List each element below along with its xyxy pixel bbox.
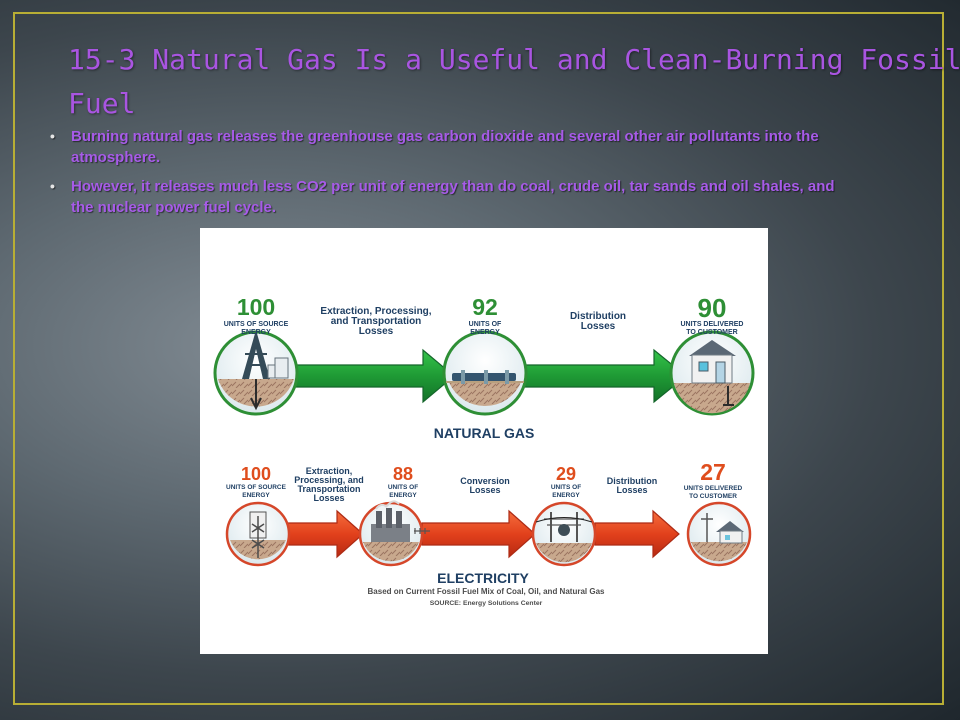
electric-mid2-label: UNITS OF	[551, 484, 581, 491]
bullet-line: atmosphere.	[71, 149, 161, 166]
diagram-source: SOURCE: Energy Solutions Center	[430, 600, 543, 607]
electric-extraction-loss-label: Extraction,	[306, 466, 353, 476]
electric-delivered-label: UNITS DELIVERED	[684, 485, 743, 492]
gas-delivered-label: UNITS DELIVERED	[680, 321, 743, 328]
electric-mid1-label: ENERGY	[389, 492, 417, 499]
electric-source-label: UNITS OF SOURCE	[226, 484, 287, 491]
electric-mid1-label: UNITS OF	[388, 484, 418, 491]
electric-distribution-loss-label: Distribution	[607, 476, 658, 486]
bullet-line: Burning natural gas releases the greenho…	[71, 128, 819, 145]
diagram-footnote: Based on Current Fossil Fuel Mix of Coal…	[368, 587, 605, 596]
gas-delivered-label: TO CUSTOMER	[686, 329, 737, 336]
gas-distribution-loss-label: Losses	[581, 321, 616, 332]
gas-extraction-loss-label: Extraction, Processing,	[320, 306, 431, 317]
red-arrow-3	[594, 509, 680, 559]
red-arrow-2	[421, 509, 536, 559]
electric-home-circle	[686, 501, 752, 567]
gas-extraction-loss-label: and Transportation	[331, 316, 422, 327]
electric-extraction-loss-label: Transportation	[297, 484, 360, 494]
title-line-1: 15-3 Natural Gas Is a Useful and Clean-B…	[68, 43, 960, 76]
pipeline-circle	[442, 330, 528, 416]
electric-source-value: 100	[241, 464, 271, 484]
bullet-dot-icon: •	[50, 128, 55, 144]
electric-delivered-value: 27	[700, 459, 726, 485]
electric-extraction-loss-label: Losses	[313, 493, 344, 503]
gas-distribution-loss-label: Distribution	[570, 311, 626, 322]
power-plant-circle	[358, 500, 430, 567]
natural-gas-heading: NATURAL GAS	[434, 425, 535, 441]
transformer-circle	[531, 501, 597, 567]
electric-source-label: ENERGY	[242, 492, 270, 499]
electric-mid1-value: 88	[393, 464, 413, 484]
gas-mid-value: 92	[472, 294, 498, 320]
electric-conversion-loss-label: Conversion	[460, 476, 510, 486]
gas-delivered-value: 90	[698, 293, 727, 323]
electric-mid2-value: 29	[556, 464, 576, 484]
bullet-item: • Burning natural gas releases the green…	[50, 126, 885, 168]
source-gas-circle	[213, 330, 299, 416]
electric-conversion-loss-label: Losses	[469, 485, 500, 495]
bullet-text: However, it releases much less CO2 per u…	[71, 176, 835, 218]
title-line-2: Fuel	[68, 87, 136, 120]
electric-mid2-label: ENERGY	[552, 492, 580, 499]
gas-source-value: 100	[237, 294, 275, 320]
coal-source-circle	[225, 501, 291, 567]
gas-source-label: ENERGY	[241, 329, 271, 336]
electric-delivered-label: TO CUSTOMER	[689, 493, 737, 500]
bullet-line: the nuclear power fuel cycle.	[71, 199, 277, 216]
slide-title: 15-3 Natural Gas Is a Useful and Clean-B…	[68, 38, 960, 126]
bullet-text: Burning natural gas releases the greenho…	[71, 126, 819, 168]
gas-mid-label: UNITS OF	[469, 321, 502, 328]
bullet-list: • Burning natural gas releases the green…	[50, 126, 885, 226]
electric-extraction-loss-label: Processing, and	[294, 475, 364, 485]
gas-extraction-loss-label: Losses	[359, 326, 394, 337]
electricity-heading: ELECTRICITY	[437, 570, 529, 586]
gas-source-label: UNITS OF SOURCE	[224, 321, 289, 328]
bullet-line: However, it releases much less CO2 per u…	[71, 178, 835, 195]
electric-distribution-loss-label: Losses	[616, 485, 647, 495]
bullet-dot-icon: •	[50, 178, 55, 194]
bullet-item: • However, it releases much less CO2 per…	[50, 176, 885, 218]
gas-mid-label: ENERGY	[470, 329, 500, 336]
home-circle	[669, 330, 755, 416]
slide-frame	[13, 12, 944, 705]
